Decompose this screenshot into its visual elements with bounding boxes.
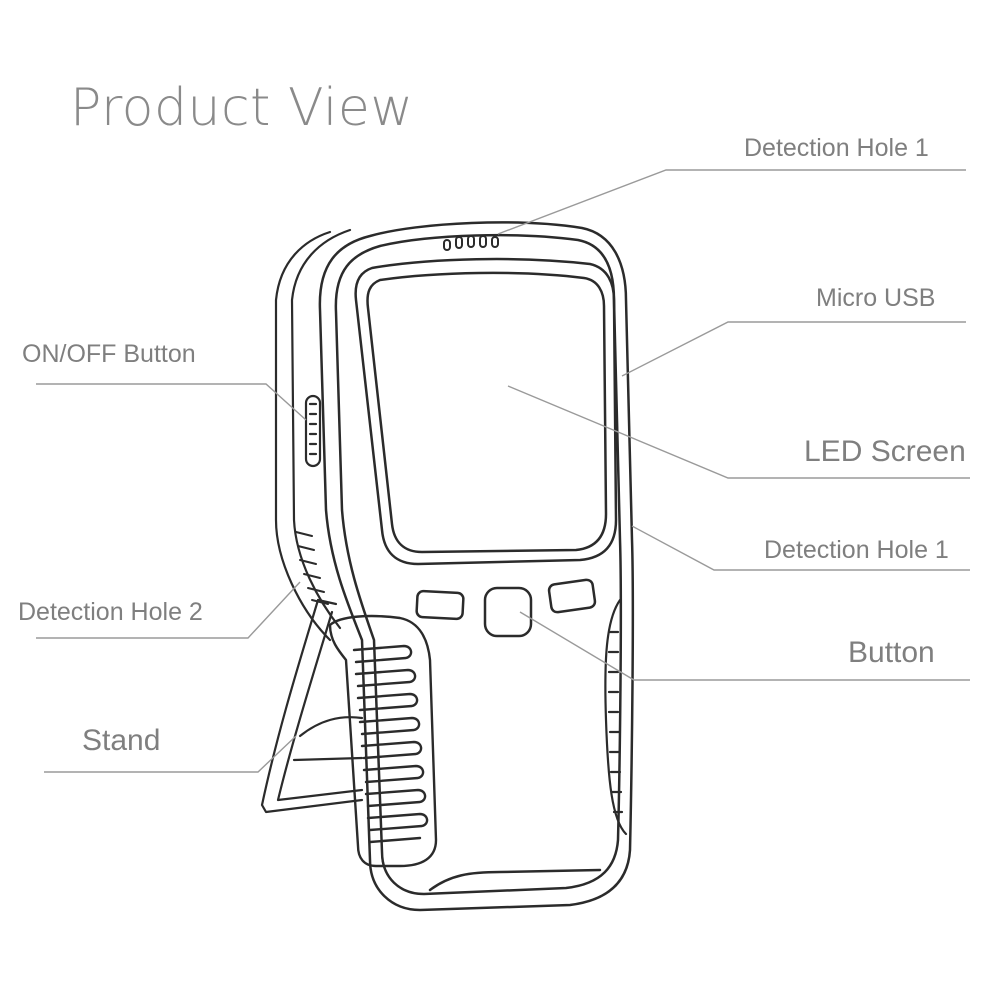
side-detection-holes xyxy=(295,531,329,605)
device-body xyxy=(318,221,635,912)
label-stand: Stand xyxy=(82,724,161,757)
label-detection-hole-1-side: Detection Hole 1 xyxy=(764,536,949,564)
leader-button xyxy=(519,611,970,681)
leader-on-off-button xyxy=(36,383,307,421)
leader-stand xyxy=(44,735,297,773)
leader-lines xyxy=(36,169,970,773)
page-title: Product View xyxy=(70,78,414,138)
top-detection-holes xyxy=(443,235,499,251)
leader-detection-hole-1-side xyxy=(631,525,970,571)
leader-micro-usb xyxy=(621,321,966,377)
leader-detection-hole-1-top xyxy=(497,169,966,235)
led-screen-shape xyxy=(354,257,618,566)
stand-shape xyxy=(260,598,364,814)
label-detection-hole-1-top: Detection Hole 1 xyxy=(744,134,929,162)
label-button: Button xyxy=(848,636,935,669)
leader-led-screen xyxy=(507,385,970,479)
on-off-button-shape xyxy=(304,394,322,468)
label-micro-usb: Micro USB xyxy=(816,284,936,312)
label-detection-hole-2: Detection Hole 2 xyxy=(18,598,203,626)
device-side-shell xyxy=(274,228,352,642)
grip-pad xyxy=(328,614,438,868)
leader-detection-hole-2 xyxy=(36,581,301,639)
right-side-grip xyxy=(604,598,628,836)
label-led-screen: LED Screen xyxy=(804,435,966,468)
front-buttons xyxy=(415,578,597,638)
label-on-off-button: ON/OFF Button xyxy=(22,340,196,368)
